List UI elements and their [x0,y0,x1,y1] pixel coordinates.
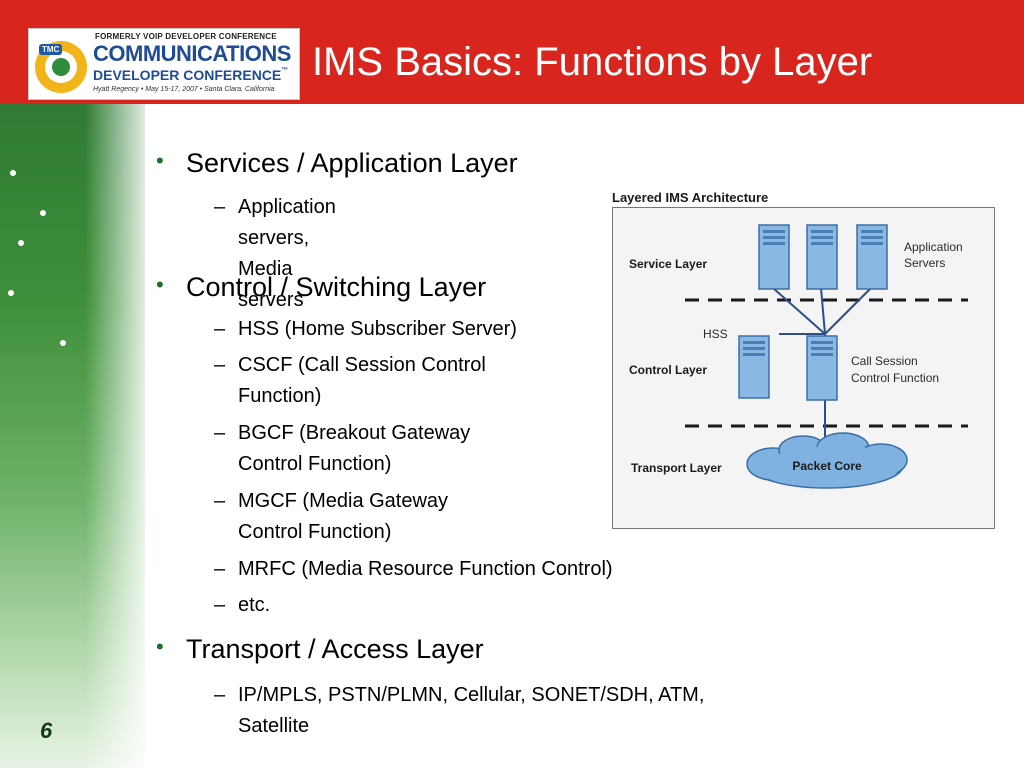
dash-icon: – [214,422,226,444]
hss-server-icon [738,335,770,399]
logo-badge: TMC [39,44,63,55]
cscf-label: Control Function [851,371,939,385]
dash-icon: – [214,684,226,706]
transport-layer-label: Transport Layer [631,461,722,475]
service-layer-label: Service Layer [629,257,707,271]
bullet-dot-icon: • [156,148,164,173]
section-heading: Transport / Access Layer [186,634,484,664]
dash-icon: – [214,490,226,512]
logo-line-3: Hyatt Regency • May 15-17, 2007 • Santa … [93,86,275,93]
section-heading: Services / Application Layer [186,148,518,178]
dash-icon: – [214,558,226,580]
sub-bullet-text: MRFC (Media Resource Function Control) [238,558,613,580]
server-icon [856,224,888,290]
sub-bullet-text: IP/MPLS, PSTN/PLMN, Cellular, SONET/SDH,… [238,684,705,737]
conference-logo: FORMERLY VOIP DEVELOPER CONFERENCE TMC C… [28,28,300,100]
control-layer-label: Control Layer [629,363,707,377]
sub-bullet-text: Application servers,Media servers [238,196,336,311]
logo-line-1: COMMUNICATIONS [93,41,291,66]
bullet-dot-icon: • [156,634,164,659]
bullet-dot-icon: • [156,272,164,297]
logo-line-2: DEVELOPER CONFERENCE™ [93,67,289,83]
app-servers-label: Application [904,240,963,254]
hss-label: HSS [703,327,728,341]
decorative-side-panel [0,100,145,768]
app-servers-label: Servers [904,256,945,270]
sub-bullet-text: HSS (Home Subscriber Server) [238,318,517,340]
diagram-svg: Service Layer Control Layer Transport La… [629,224,968,489]
sub-bullet-text: etc. [238,594,271,616]
dash-icon: – [214,196,226,218]
logo-top-line: FORMERLY VOIP DEVELOPER CONFERENCE [95,32,277,41]
logo-mark-icon: TMC [35,41,87,93]
slide-number: 6 [40,718,53,743]
slide-title: IMS Basics: Functions by Layer [312,40,873,84]
dash-icon: – [214,594,226,616]
server-icon [806,224,838,290]
ims-architecture-diagram: Service Layer Control Layer Transport La… [612,207,995,529]
packet-core-label: Packet Core [792,459,862,473]
section-heading: Control / Switching Layer [186,272,487,302]
packet-core-cloud-icon [746,432,908,489]
title-bar: FORMERLY VOIP DEVELOPER CONFERENCE TMC C… [0,0,1024,104]
dash-icon: – [214,318,226,340]
dash-icon: – [214,354,226,376]
cscf-label: Call Session [851,354,918,368]
figure-caption: Layered IMS Architecture [612,190,769,205]
server-icon [758,224,790,290]
cscf-server-icon [806,335,838,401]
